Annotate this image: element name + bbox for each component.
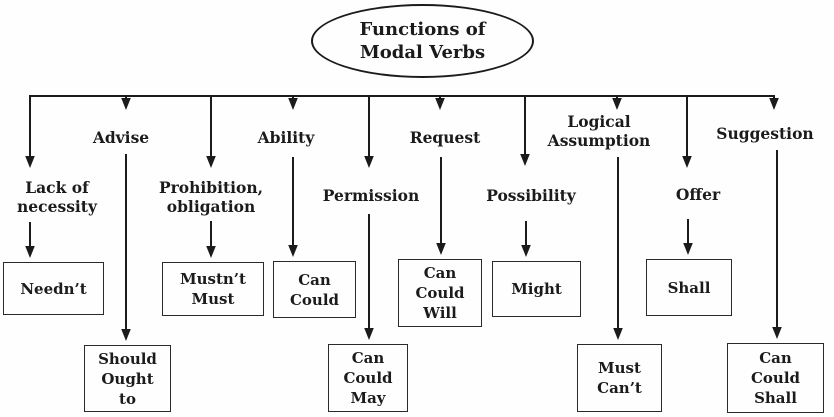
modal-box-shall: Shall [646, 259, 732, 316]
modal-box-mustnt-must: Mustn’t Must [162, 262, 264, 316]
modal-box-should-ought-to: Should Ought to [84, 345, 171, 412]
function-label-possibility: Possibility [486, 186, 576, 205]
function-label-request: Request [409, 128, 481, 147]
modal-box-might: Might [492, 261, 581, 317]
modal-box-can-could-shall: Can Could Shall [727, 343, 824, 413]
function-label-ability: Ability [257, 128, 315, 147]
modal-box-neednt: Needn’t [3, 262, 104, 315]
function-label-permission: Permission [322, 186, 420, 205]
function-label-offer: Offer [675, 185, 721, 204]
modal-box-can-could-may: Can Could May [328, 344, 408, 412]
function-label-lack-of-necessity: Lack of necessity [17, 178, 97, 216]
function-label-suggestion: Suggestion [716, 124, 814, 143]
function-label-advise: Advise [92, 128, 150, 147]
root-node-label: Functions of Modal Verbs [359, 19, 486, 63]
function-label-logical-assumption: Logical Assumption [547, 112, 651, 150]
modal-box-can-could: Can Could [273, 261, 356, 318]
function-label-prohibition-obligation: Prohibition, obligation [158, 178, 264, 216]
root-node-oval: Functions of Modal Verbs [311, 4, 534, 78]
modal-box-must-cant: Must Can’t [577, 344, 662, 412]
modal-box-can-could-will: Can Could Will [398, 259, 482, 327]
